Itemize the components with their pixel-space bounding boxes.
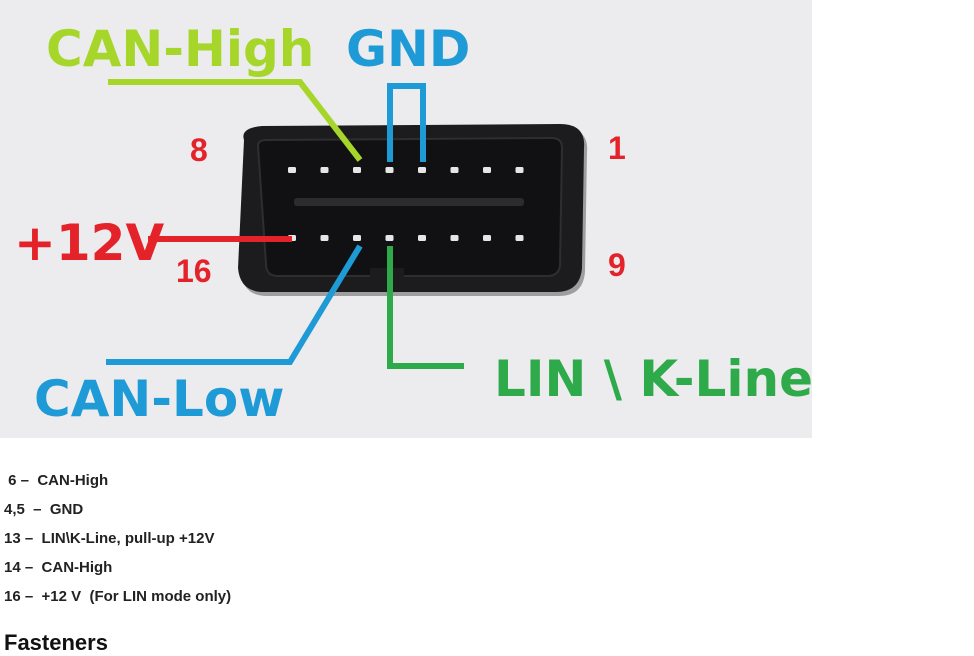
- pin-1: [515, 167, 524, 173]
- obd-pinout-diagram: CAN-High GND +12V CAN-Low LIN \ K-Line 8…: [14, 20, 812, 428]
- legend-item: 4,5 – GND: [4, 501, 84, 518]
- legend-item: 13 – LIN\K-Line, pull-up +12V: [4, 530, 215, 547]
- can-high-leader-line: [108, 79, 363, 162]
- gnd-bracket-line: [387, 83, 426, 162]
- lin-kline-leader-line: [387, 246, 464, 369]
- plus12v-label: +12V: [14, 214, 164, 272]
- connector-divider: [294, 198, 524, 206]
- pin-11: [450, 235, 459, 241]
- pin-13: [385, 235, 394, 241]
- can-high-label: CAN-High: [46, 20, 314, 78]
- pin-number-bottom-right: 9: [608, 247, 626, 283]
- legend-item: 16 – +12 V (For LIN mode only): [4, 588, 232, 605]
- top-pin-row: [288, 167, 524, 173]
- gnd-label: GND: [346, 20, 470, 78]
- connector-face: [256, 136, 564, 277]
- pin-number-top-right: 1: [608, 130, 626, 166]
- pin-number-top-left: 8: [190, 132, 208, 168]
- pin-5: [385, 167, 394, 173]
- can-low-label: CAN-Low: [34, 370, 284, 428]
- pin-9: [515, 235, 524, 241]
- legend-item: 6 – CAN-High: [4, 472, 109, 489]
- pin-14: [353, 235, 361, 241]
- legend-item: 14 – CAN-High: [4, 559, 113, 576]
- pin-7: [320, 167, 329, 173]
- pin-8: [288, 167, 296, 173]
- pinout-legend: 6 – CAN-High 4,5 – GND 13 – LIN\K-Line, …: [4, 466, 504, 611]
- pin-number-bottom-left: 16: [176, 253, 212, 289]
- pin-12: [418, 235, 426, 241]
- pin-3: [450, 167, 459, 173]
- pin-4: [418, 167, 426, 173]
- pin-10: [483, 235, 491, 241]
- can-low-leader-line: [106, 244, 363, 365]
- pin-2: [483, 167, 491, 173]
- section-heading: Fasteners: [4, 630, 108, 655]
- lin-kline-label: LIN \ K-Line: [494, 350, 812, 408]
- obd-connector-figure: CAN-High GND +12V CAN-Low LIN \ K-Line 8…: [0, 0, 812, 438]
- pin-6: [353, 167, 361, 173]
- pin-15: [320, 235, 329, 241]
